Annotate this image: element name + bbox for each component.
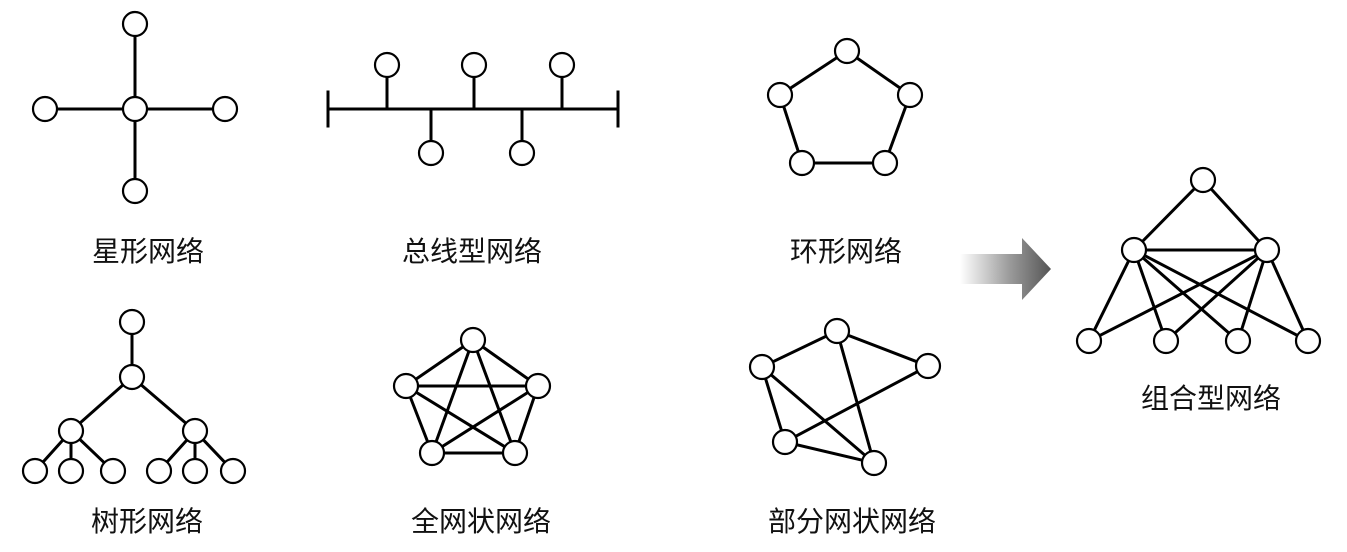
ring-network: 环形网络 — [766, 37, 924, 268]
mesh-node — [392, 372, 420, 400]
tree-node — [181, 457, 209, 485]
star-network-label: 星形网络 — [92, 235, 204, 268]
tree-node — [118, 308, 146, 336]
combined-node — [1189, 166, 1217, 194]
tree-node — [21, 457, 49, 485]
star-network: 星形网络 — [31, 10, 239, 268]
full-mesh-network-label: 全网状网络 — [411, 505, 551, 538]
partial-mesh-network-label: 部分网状网络 — [768, 505, 936, 538]
tree-node — [118, 363, 146, 391]
combined-node — [1294, 327, 1322, 355]
mesh-node — [459, 326, 487, 354]
ring-node — [871, 149, 899, 177]
ring-node — [833, 37, 861, 65]
combined-node — [1075, 327, 1103, 355]
ring-node — [896, 81, 924, 109]
combined-node — [1120, 236, 1148, 264]
partial-mesh-node — [823, 317, 851, 345]
star-hub-node — [121, 95, 149, 123]
mesh-node — [501, 439, 529, 467]
mesh-node — [418, 439, 446, 467]
bus-node — [460, 51, 488, 79]
tree-network-label: 树形网络 — [91, 505, 203, 538]
tree-network: 树形网络 — [21, 308, 247, 538]
ring-network-label: 环形网络 — [790, 235, 902, 268]
bus-node — [508, 139, 536, 167]
bus-node — [417, 139, 445, 167]
partial-mesh-node — [860, 449, 888, 477]
star-node — [31, 95, 59, 123]
star-node — [121, 10, 149, 38]
mesh-node — [524, 372, 552, 400]
right-arrow-icon — [960, 238, 1051, 300]
tree-node — [57, 417, 85, 445]
tree-node — [145, 457, 173, 485]
bus-network-label: 总线型网络 — [402, 235, 542, 268]
star-node — [211, 95, 239, 123]
bus-network: 总线型网络 — [326, 51, 620, 268]
partial-mesh-network: 部分网状网络 — [748, 317, 942, 538]
combined-node — [1253, 236, 1281, 264]
combined-network: 组合型网络 — [1075, 166, 1322, 415]
ring-node — [766, 81, 794, 109]
partial-mesh-node — [914, 352, 942, 380]
tree-node — [181, 417, 209, 445]
full-mesh-network: 全网状网络 — [392, 326, 552, 538]
bus-node — [373, 51, 401, 79]
partial-mesh-node — [771, 428, 799, 456]
tree-node — [57, 457, 85, 485]
combined-node — [1224, 327, 1252, 355]
tree-node — [219, 457, 247, 485]
ring-node — [788, 149, 816, 177]
combined-node — [1152, 327, 1180, 355]
combined-network-label: 组合型网络 — [1141, 382, 1281, 415]
star-node — [121, 177, 149, 205]
partial-mesh-node — [748, 353, 776, 381]
tree-node — [99, 457, 127, 485]
bus-node — [548, 51, 576, 79]
